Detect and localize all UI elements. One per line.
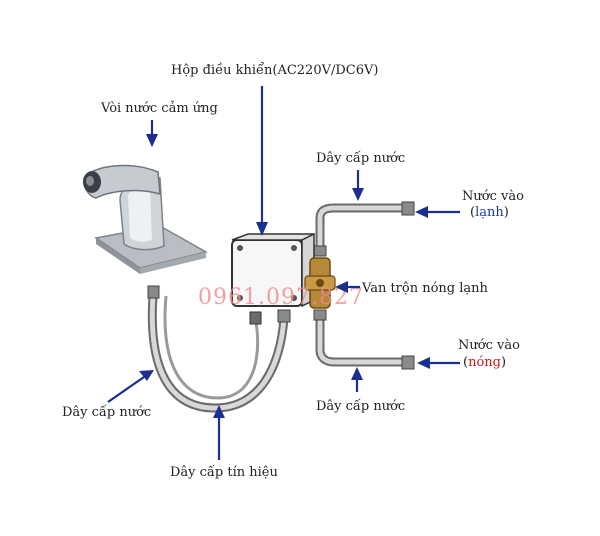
sensor-faucet-label: Vòi nước cảm ứng — [100, 101, 218, 116]
hot-word: nóng — [468, 355, 501, 370]
supply-hose-left-label: Dây cấp nước — [62, 404, 151, 420]
hot-water-in-label: Nước vào — [458, 338, 520, 353]
hoses — [147, 203, 409, 413]
cold-paren-close: ) — [504, 205, 509, 220]
sensor-faucet-image — [83, 164, 209, 274]
cold-water-in-label: Nước vào — [462, 189, 524, 204]
mixing-valve-label: Van trộn nóng lạnh — [361, 281, 489, 296]
hot-paren-close: ) — [501, 355, 506, 370]
hot-water-type: (nóng) — [463, 355, 506, 370]
cold-paren-open: ( — [470, 205, 475, 220]
cold-word: lạnh — [475, 205, 504, 220]
hot-supply-hose — [315, 309, 409, 367]
hot-paren-open: ( — [463, 355, 468, 370]
signal-cable-wire — [163, 295, 260, 400]
cold-supply-hose — [315, 203, 409, 257]
supply-hose-bottom-label: Dây cấp nước — [316, 398, 405, 414]
control-box-image — [231, 232, 315, 308]
phone-watermark: 0961.097.827 — [198, 285, 364, 310]
supply-hose-top-label: Dây cấp nước — [316, 150, 405, 166]
control-box-label: Hộp điều khiển(AC220V/DC6V) — [171, 62, 378, 78]
arrows — [107, 86, 460, 460]
signal-cable-label: Dây cấp tín hiệu — [170, 464, 278, 480]
cold-water-type: (lạnh) — [470, 205, 509, 220]
hose-fittings — [147, 201, 415, 370]
mixing-valve-image — [304, 257, 336, 309]
